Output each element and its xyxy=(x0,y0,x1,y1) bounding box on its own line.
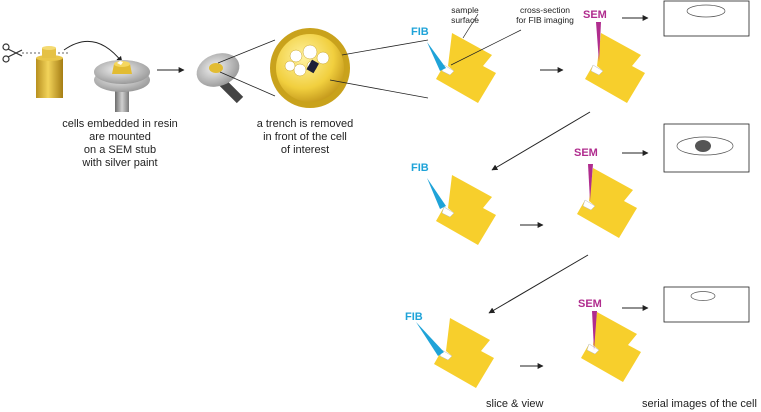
serial-image-3 xyxy=(663,286,750,323)
zoomed-stub-surface xyxy=(270,28,350,108)
mount-caption-line-3: on a SEM stub xyxy=(83,144,157,156)
fib-label-3: FIB xyxy=(405,311,423,323)
scissors-icon xyxy=(2,43,23,63)
trench-mark xyxy=(306,59,319,74)
sem-beam-3 xyxy=(592,311,597,350)
trench-caption-line-1: a trench is removed xyxy=(256,118,354,130)
sem-label-3: SEM xyxy=(578,298,602,310)
tilted-stub xyxy=(196,53,244,104)
fib-label-2: FIB xyxy=(411,162,429,174)
sample-block-sem-1 xyxy=(584,32,646,104)
sample-surface-line-1: sample xyxy=(451,5,479,15)
sample-surface-label: sample surface xyxy=(440,5,490,25)
sample-surface-pointer xyxy=(462,13,479,39)
fib-beam-2 xyxy=(427,178,446,209)
cross-section-pointer xyxy=(450,29,522,66)
fib-beam-1 xyxy=(427,42,446,71)
sem-label-1: SEM xyxy=(583,9,607,21)
sem-beam-2 xyxy=(588,164,593,201)
trench-caption-line-2: in front of the cell xyxy=(263,131,347,143)
slice-view-caption: slice & view xyxy=(486,398,544,410)
mount-caption-line-4: with silver paint xyxy=(82,157,158,169)
sem-label-2: SEM xyxy=(574,147,598,159)
fib-label-1: FIB xyxy=(411,26,429,38)
sample-block-sem-2 xyxy=(576,167,638,239)
mount-caption-line-1: cells embedded in resin xyxy=(62,118,178,130)
sample-block-sem-3 xyxy=(580,311,642,383)
mount-caption: cells embedded in resin are mounted on a… xyxy=(40,118,200,170)
diagonal-arrow-2 xyxy=(488,254,589,314)
cross-section-line-1: cross-section xyxy=(519,5,571,15)
diagonal-arrow-1 xyxy=(491,111,591,171)
resin-block xyxy=(36,46,63,98)
fib-beam-3 xyxy=(416,322,444,356)
sample-block-3 xyxy=(433,317,495,389)
transfer-arrow xyxy=(63,41,123,63)
zoom-line-sample-bottom xyxy=(329,79,429,99)
sem-stub xyxy=(94,60,150,112)
serial-images-caption: serial images of the cell xyxy=(642,398,757,410)
mount-caption-line-2: are mounted xyxy=(89,131,151,143)
trench-caption-line-3: of interest xyxy=(280,144,330,156)
zoom-line-top xyxy=(217,39,276,64)
zoom-line-bottom xyxy=(219,71,276,97)
sample-block-2 xyxy=(435,174,497,246)
zoom-line-sample-top xyxy=(341,39,429,56)
sample-surface-line-2: surface xyxy=(451,15,479,25)
cross-section-label: cross-section for FIB imaging xyxy=(505,5,585,25)
sem-beam-1 xyxy=(596,22,601,62)
serial-image-1 xyxy=(663,0,750,37)
trench-caption: a trench is removed in front of the cell… xyxy=(235,118,375,157)
cross-section-line-2: for FIB imaging xyxy=(516,15,574,25)
serial-image-2 xyxy=(663,123,750,173)
